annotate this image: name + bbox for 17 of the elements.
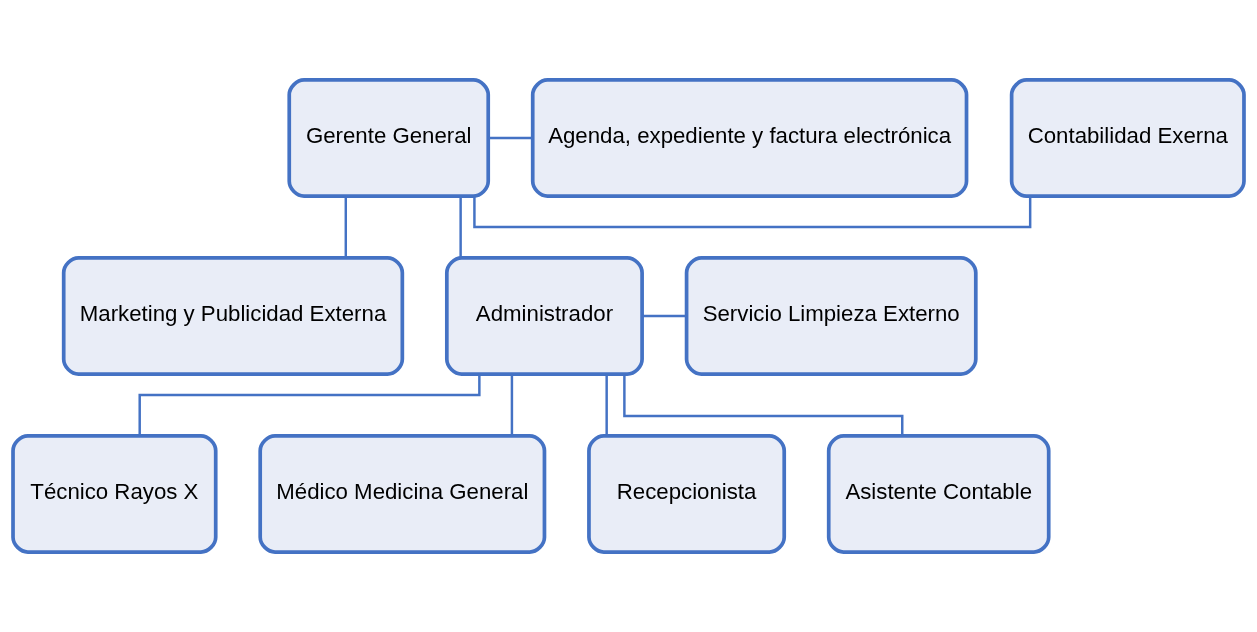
- node-box: Gerente General: [287, 78, 491, 198]
- node-box: Médico Medicina General: [258, 434, 547, 554]
- connector: [642, 314, 687, 318]
- connector: [510, 374, 514, 436]
- connector: [605, 374, 608, 436]
- connector: [459, 196, 462, 258]
- connector: [473, 196, 1032, 229]
- connector: [488, 136, 533, 140]
- node-box: Asistente Contable: [826, 434, 1051, 554]
- connector: [344, 196, 348, 258]
- node-box: Contabilidad Exerna: [1009, 78, 1246, 198]
- node-box: Recepcionista: [587, 434, 787, 554]
- node-box: Técnico Rayos X: [11, 434, 218, 554]
- node-box: Agenda, expediente y factura electrónica: [530, 78, 969, 198]
- node-box: Marketing y Publicidad Externa: [61, 256, 405, 376]
- node-box: Servicio Limpieza Externo: [684, 256, 978, 376]
- node-box: Administrador: [444, 256, 644, 376]
